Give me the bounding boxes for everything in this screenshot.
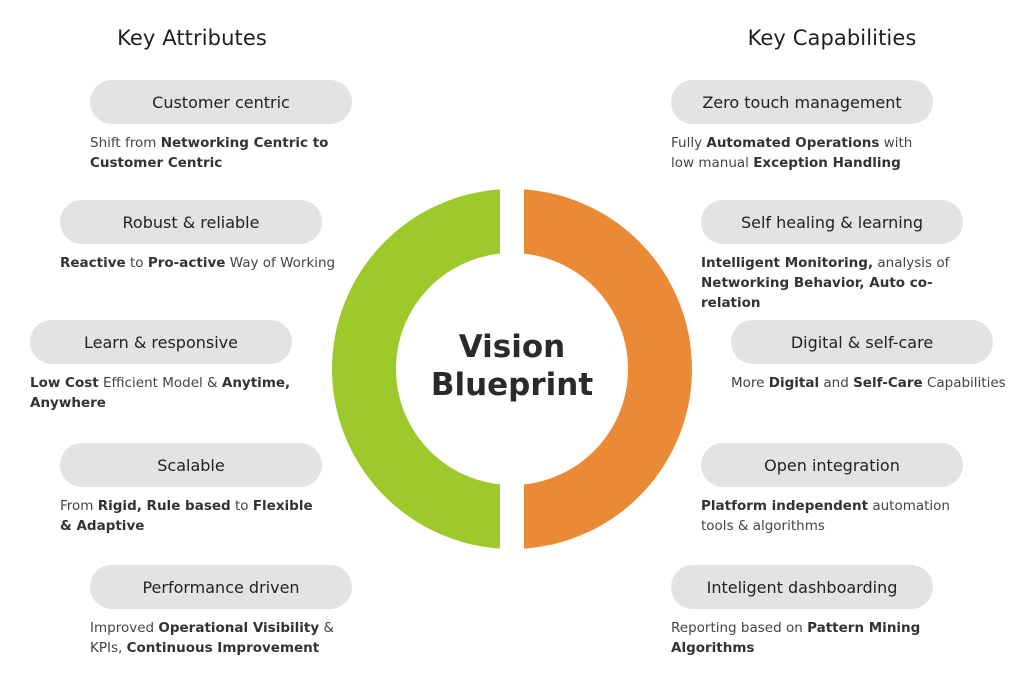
capability-desc-open-integration: Platform independent automation tools & … [701, 498, 950, 534]
attribute-desc-learn-responsive: Low Cost Efficient Model & Anytime, Anyw… [30, 375, 291, 411]
capability-desc-digital-self-care: More Digital and Self-Care Capabilities [731, 375, 1006, 391]
left-half-ring [332, 189, 500, 549]
capability-desc-zero-touch: Fully Automated Operations with low manu… [671, 135, 913, 171]
attribute-pill-customer-centric: Customer centric [90, 80, 352, 124]
attribute-desc-performance-driven: Improved Operational Visibility & KPIs, … [90, 620, 334, 656]
right-half-ring [524, 189, 692, 549]
center-title-line2: Blueprint [430, 367, 594, 403]
capability-desc-self-healing: Intelligent Monitoring, analysis of Netw… [701, 255, 950, 311]
center-title-line1: Vision [458, 329, 566, 365]
attribute-pill-robust-reliable: Robust & reliable [60, 200, 322, 244]
attribute-desc-scalable: From Rigid, Rule based to Flexible & Ada… [60, 498, 313, 534]
attribute-pill-scalable: Scalable [60, 443, 322, 487]
attribute-desc-robust-reliable: Reactive to Pro-active Way of Working [60, 255, 336, 271]
capability-desc-intelligent-dashboarding: Reporting based on Pattern Mining Algori… [671, 620, 921, 656]
key-attributes-heading: Key Attributes [117, 26, 267, 50]
capability-pill-digital-self-care: Digital & self-care [731, 320, 993, 364]
key-capabilities-heading: Key Capabilities [747, 26, 917, 50]
capability-pill-open-integration: Open integration [701, 443, 963, 487]
capability-pill-zero-touch: Zero touch management [671, 80, 933, 124]
capability-pill-self-healing: Self healing & learning [701, 200, 963, 244]
attribute-pill-performance-driven: Performance driven [90, 565, 352, 609]
capability-pill-intelligent-dashboarding: Inteligent dashboarding [671, 565, 933, 609]
attribute-pill-learn-responsive: Learn & responsive [30, 320, 292, 364]
attribute-desc-customer-centric: Shift from Networking Centric to Custome… [90, 135, 329, 171]
center-title: Vision Blueprint [412, 328, 612, 404]
